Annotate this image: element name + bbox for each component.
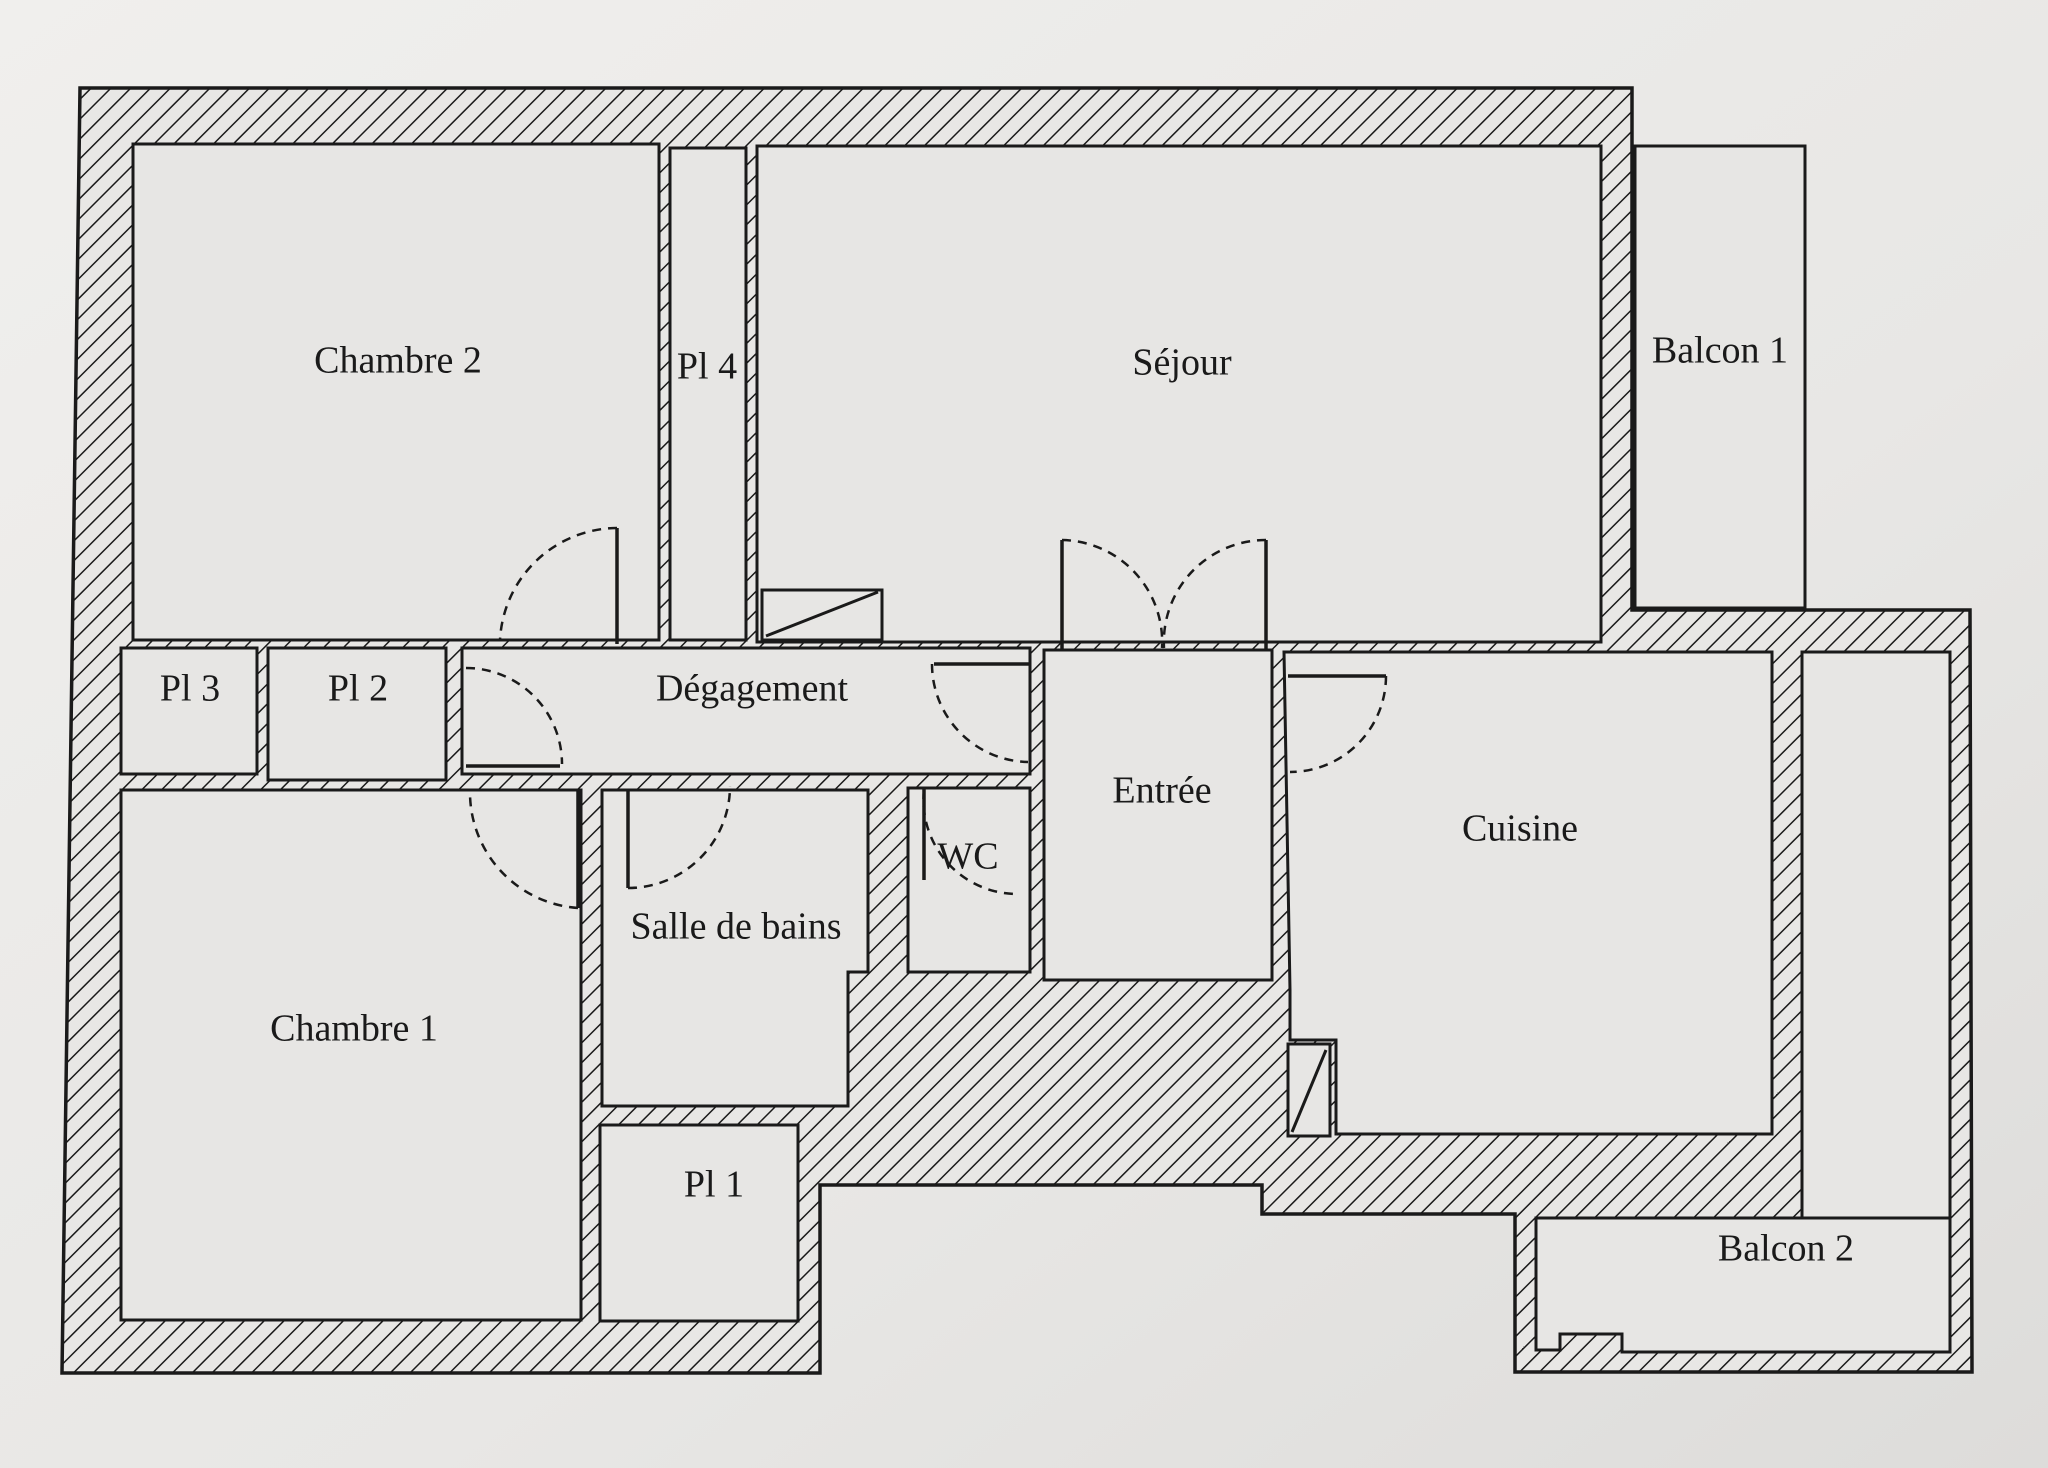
room-chambre-1 [119, 788, 583, 1322]
room-balcon-1 [1633, 144, 1807, 610]
label-pl4: Pl 4 [677, 346, 737, 388]
room-salle-de-bains [600, 788, 870, 1108]
room-pl4 [668, 146, 748, 642]
label-salle-de-bains: Salle de bains [630, 906, 841, 948]
room-balcon-2 [1534, 1216, 1952, 1354]
room-wc [906, 786, 1032, 974]
label-degagement: Dégagement [656, 668, 848, 710]
doors [465, 526, 1388, 910]
room-degagement [460, 646, 1032, 776]
room-sejour [755, 144, 1603, 644]
room-pl3 [119, 646, 259, 776]
label-sejour: Séjour [1132, 342, 1232, 384]
label-entree: Entrée [1112, 770, 1211, 812]
label-balcon-2: Balcon 2 [1718, 1228, 1854, 1270]
room-cuisine [1282, 650, 1774, 1136]
room-pl1 [598, 1123, 800, 1323]
closet-cuisine-diagonal [1290, 1049, 1328, 1133]
label-pl2: Pl 2 [328, 668, 388, 710]
label-wc: WC [937, 836, 998, 878]
room-pl2 [266, 646, 448, 782]
room-entree [1042, 648, 1274, 982]
label-chambre-1: Chambre 1 [270, 1008, 438, 1050]
label-chambre-2: Chambre 2 [314, 340, 482, 382]
label-balcon-1: Balcon 1 [1652, 330, 1788, 372]
room-chambre-2 [131, 142, 661, 642]
label-cuisine: Cuisine [1462, 808, 1578, 850]
label-pl3: Pl 3 [160, 668, 220, 710]
closet-diagonal [765, 590, 879, 638]
label-pl1: Pl 1 [684, 1164, 744, 1206]
